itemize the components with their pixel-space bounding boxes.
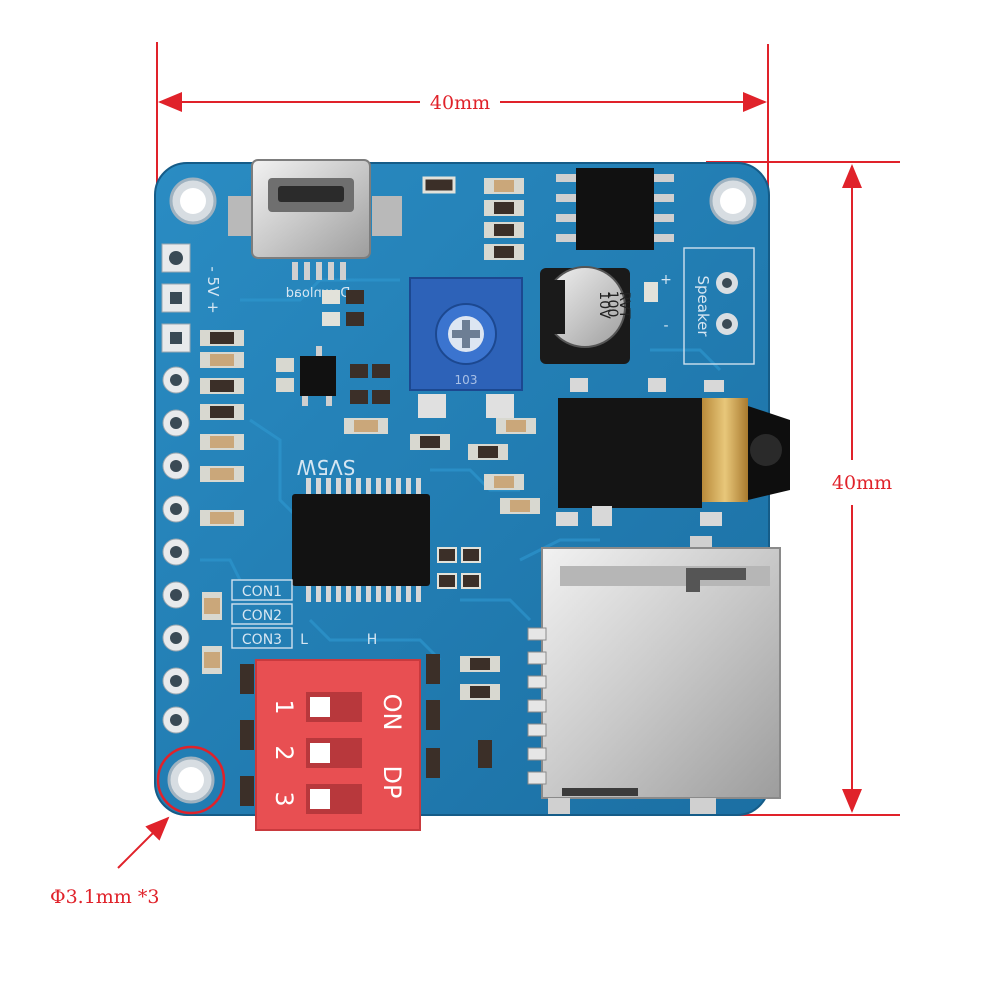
chip-silk-label: SV5W xyxy=(296,455,355,479)
level-low-label: L xyxy=(300,632,308,648)
electrolytic-capacitor: 100 xyxy=(540,266,630,364)
dimension-annotations: 40mm 40mm Φ3.1mm *3 xyxy=(50,42,900,908)
dip-number-2: 2 xyxy=(270,745,298,760)
speaker-minus-label: - xyxy=(663,318,668,334)
dip-switch xyxy=(255,659,421,831)
smd-passives-middle xyxy=(240,418,540,806)
dip-number-1: 1 xyxy=(270,699,298,714)
capacitor-series: RVT xyxy=(616,291,632,319)
power-silk-label: - 5V + xyxy=(204,266,222,313)
micro-usb-connector xyxy=(228,159,402,280)
hole-callout-arrow xyxy=(117,816,170,869)
speaker-silk-label: Speaker xyxy=(694,275,712,337)
download-silk-label: Download xyxy=(286,286,351,301)
pcb-board: Download - 5V + xyxy=(154,159,790,831)
speaker-plus-label: + xyxy=(660,272,672,288)
main-decoder-chip xyxy=(292,478,430,602)
hole-highlight-circle xyxy=(156,745,226,815)
amplifier-ic xyxy=(556,168,674,250)
dip-number-3: 3 xyxy=(270,791,298,806)
dip-dp-label: DP xyxy=(378,766,406,799)
mounting-hole-bottom-left xyxy=(156,745,226,815)
smd-resistor-column xyxy=(200,330,244,674)
capacitor-voltage: 10V xyxy=(596,291,612,319)
potentiometer: 103 xyxy=(409,277,523,418)
con-labels: CON1 CON2 CON3 L H xyxy=(231,579,378,649)
mounting-hole-top-left xyxy=(169,177,217,225)
transistor-sot xyxy=(300,346,336,406)
con3-label: CON3 xyxy=(242,632,282,648)
con1-label: CON1 xyxy=(242,584,282,600)
width-dimension-label: 40mm xyxy=(430,92,490,114)
con2-label: CON2 xyxy=(242,608,282,624)
capacitor-value: 100 xyxy=(604,291,620,318)
sd-card-slot xyxy=(527,536,781,814)
dip-on-label: ON xyxy=(378,694,406,731)
smd-passives-top xyxy=(276,176,524,434)
hole-callout-label: Φ3.1mm *3 xyxy=(50,886,159,908)
audio-jack xyxy=(556,378,790,526)
potentiometer-value: 103 xyxy=(455,373,478,387)
pin-header xyxy=(161,243,191,734)
height-dimension-label: 40mm xyxy=(832,472,892,494)
level-high-label: H xyxy=(367,632,378,648)
speaker-terminal xyxy=(644,247,755,365)
mounting-hole-top-right xyxy=(709,177,757,225)
